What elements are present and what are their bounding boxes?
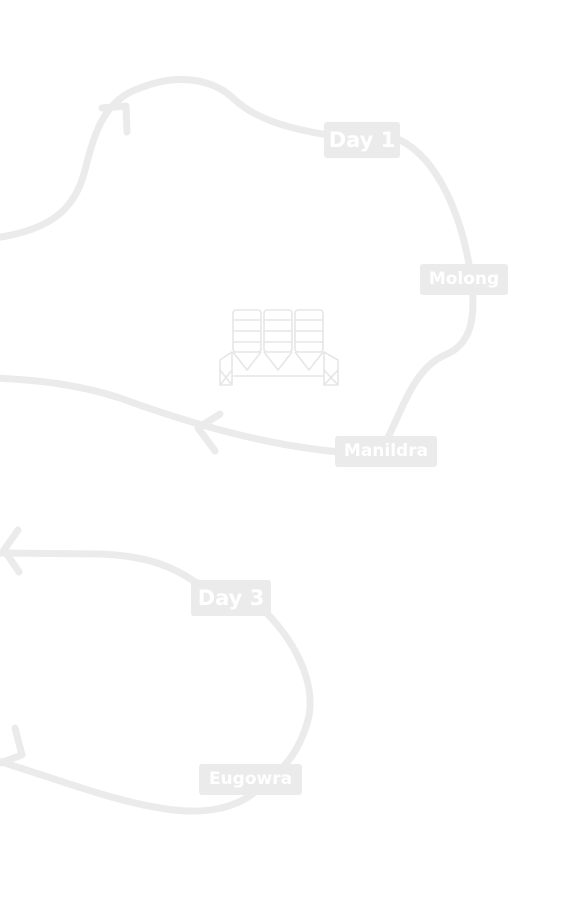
day-label: Day 3 [191,580,271,616]
route-day1 [0,75,477,456]
day-label: Day 1 [324,122,400,158]
direction-arrow-icon [98,102,131,136]
grain-silos-icon [219,309,339,386]
route-day3 [0,549,314,815]
town-label-eugowra: Eugowra [199,764,302,795]
direction-arrow-icon [194,410,224,455]
town-label-manildra: Manildra [335,436,437,467]
direction-arrow-icon [0,724,26,767]
direction-arrow-icon [0,526,23,576]
town-label-molong: Molong [420,264,508,295]
